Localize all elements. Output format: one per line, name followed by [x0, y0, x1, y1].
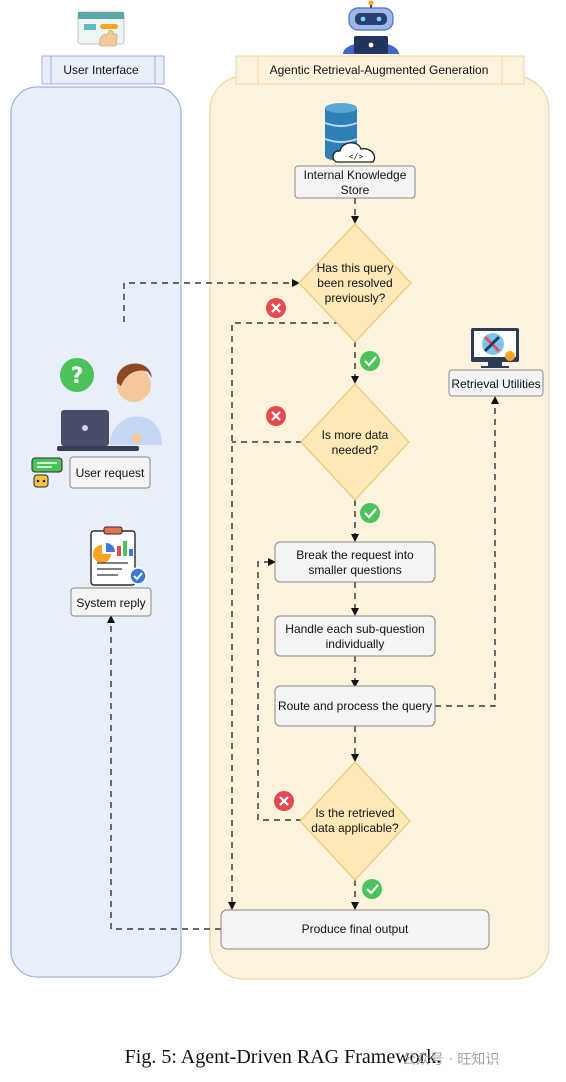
applicable-line2: data applicable?	[311, 821, 399, 835]
tools-monitor-icon	[471, 328, 519, 368]
handle-subquestion-node: Handle each sub-question individually	[274, 615, 436, 657]
resolved-decision-node: Has this query been resolved previously?	[298, 223, 412, 343]
retrieval-utilities-node: Retrieval Utilities	[448, 369, 544, 397]
final-output-label: Produce final output	[302, 922, 409, 936]
yes-badge-icon	[360, 503, 380, 523]
more-data-line2: needed?	[332, 443, 379, 457]
edge-final-to-reply	[107, 615, 221, 930]
svg-text:?: ?	[71, 364, 84, 389]
robot-agent-icon	[343, 0, 399, 54]
user-request-node: User request	[69, 456, 151, 489]
route-process-node: Route and process the query	[274, 685, 436, 727]
knowledge-store-node: Internal Knowledge Store	[294, 165, 416, 199]
knowledge-store-line2: Store	[341, 183, 370, 197]
edge-applicable-no	[257, 558, 302, 821]
user-interface-icon	[77, 11, 125, 47]
break-line2: smaller questions	[308, 563, 401, 577]
no-badge-icon	[266, 406, 286, 426]
yes-badge-icon	[360, 351, 380, 371]
more-data-decision-node: Is more data needed?	[300, 383, 410, 501]
edge-route-to-utilities	[435, 396, 499, 707]
ui-lane-header: User Interface	[41, 55, 165, 85]
ui-lane-title: User Interface	[63, 63, 139, 77]
handle-line2: individually	[326, 637, 385, 651]
handle-line1: Handle each sub-question	[285, 622, 424, 636]
resolved-line2: been resolved	[317, 276, 392, 290]
edge-user-to-resolved	[123, 279, 300, 322]
edge-resolved-no	[228, 322, 340, 910]
user-request-label: User request	[76, 466, 145, 480]
system-reply-label: System reply	[76, 596, 145, 610]
rag-lane-title: Agentic Retrieval-Augmented Generation	[270, 63, 489, 77]
applicable-line1: Is the retrieved	[315, 806, 394, 820]
connectors	[107, 192, 499, 930]
retrieval-utilities-label: Retrieval Utilities	[451, 377, 540, 391]
resolved-line1: Has this query	[317, 261, 394, 275]
system-reply-node: System reply	[70, 587, 152, 617]
knowledge-store-line1: Internal Knowledge	[304, 168, 407, 182]
user-person-icon: ?	[57, 358, 162, 451]
rag-lane-header: Agentic Retrieval-Augmented Generation	[235, 55, 525, 85]
applicable-decision-node: Is the retrieved data applicable?	[299, 761, 411, 881]
svg-text:</>: </>	[349, 152, 364, 161]
break-request-node: Break the request into smaller questions	[274, 541, 436, 583]
no-badge-icon	[274, 791, 294, 811]
break-line1: Break the request into	[296, 548, 414, 562]
route-label: Route and process the query	[278, 699, 432, 713]
resolved-line3: previously?	[325, 291, 386, 305]
database-cloud-icon: </>	[324, 103, 376, 163]
final-output-node: Produce final output	[220, 909, 490, 950]
no-badge-icon	[266, 298, 286, 318]
report-clipboard-icon	[90, 526, 147, 586]
figure-caption: Fig. 5: Agent-Driven RAG Framework.	[124, 1046, 442, 1068]
watermark: 公众号 · 旺知识	[402, 1052, 500, 1068]
more-data-line1: Is more data	[322, 428, 389, 442]
chat-robot-icon	[31, 457, 63, 488]
yes-badge-icon	[362, 879, 382, 899]
